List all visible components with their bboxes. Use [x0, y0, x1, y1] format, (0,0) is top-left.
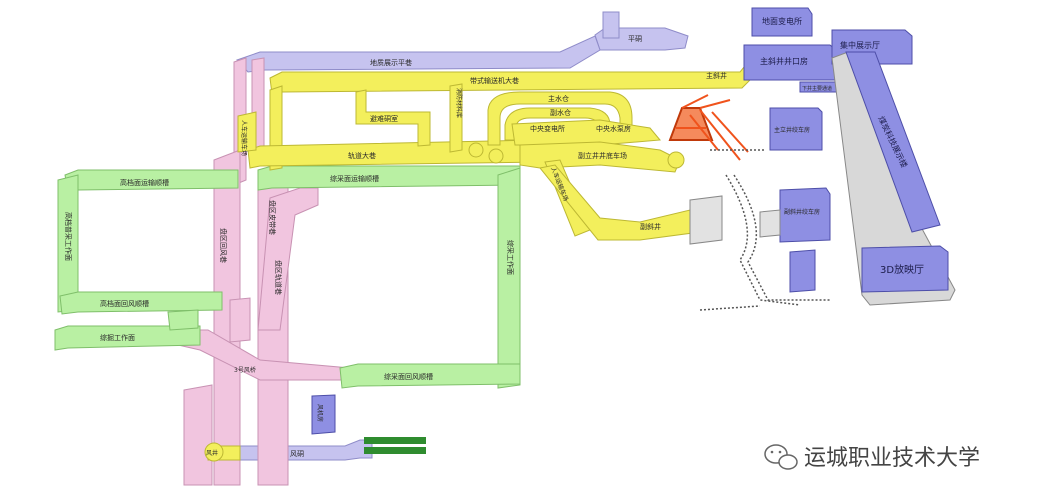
gaodang-huifeng-tunnel — [59, 291, 223, 315]
label-xiajing: 下井主要通道 — [802, 85, 832, 92]
keji-zhanshi-lou-roof — [845, 51, 941, 233]
label-zhulijing-jiaoche: 主立井绞车房 — [774, 126, 810, 134]
fengjing-circle — [204, 442, 224, 462]
label-zhu-xiejing: 主斜井 — [706, 71, 727, 80]
label-zongcai-huifeng: 综采面回风顺槽 — [384, 372, 433, 381]
watermark-text: 运城职业技术大学 — [804, 446, 980, 471]
bolong-dongshi — [355, 89, 431, 147]
panqu-huifeng-tunnel — [213, 149, 241, 486]
buildings — [311, 7, 956, 435]
zongcai-yunshu-tunnel — [257, 165, 521, 191]
wechat-icon — [764, 444, 798, 470]
dimian-biandiansuo-bldg — [751, 7, 813, 37]
label-zongcai-gongzuomian: 综采工作面 — [506, 240, 515, 275]
label-gaodang-yunshu: 高档面运输顺槽 — [120, 178, 169, 187]
purple-tunnels — [236, 11, 689, 461]
label-fengji-fang: 风机房 — [316, 404, 324, 422]
label-3d-ting: 3D放映厅 — [880, 263, 924, 276]
node-1 — [468, 142, 484, 158]
label-zhongyang-biandiansuo: 中央变电所 — [530, 124, 565, 133]
label-daishi-daxiang: 带式输送机大巷 — [470, 76, 519, 85]
label-zhongyang-shuibeng: 中央水泵房 — [596, 124, 631, 133]
green-link — [167, 309, 199, 331]
label-pingdong: 平硐 — [628, 35, 642, 43]
ren-che-box — [237, 111, 257, 153]
watermark: 运城职业技术大学 — [764, 444, 980, 471]
label-gaodang-gongzuomian: 高档普采工作面 — [64, 212, 73, 261]
zhulijing-jiaoche-bldg — [769, 107, 823, 151]
label-zongcai-yunshu: 综采面运输顺槽 — [330, 174, 379, 183]
green-tunnels — [54, 165, 521, 454]
label-bolong-dongshi: 避难硐室 — [370, 114, 398, 123]
label-renche-box: 人车运输车场 — [240, 120, 248, 156]
headframe — [668, 94, 749, 161]
pink-tunnels — [177, 57, 351, 486]
gray-box-2 — [759, 209, 781, 238]
label-bianlijing-chechang: 副立井井底车场 — [578, 151, 627, 160]
label-zhu-xiejing-kou: 主斜井井口房 — [760, 56, 808, 66]
pink-connector — [229, 297, 251, 343]
pingdong-shaft — [602, 11, 620, 39]
zongcai-gongzuomian — [497, 167, 521, 389]
green-stripe-1 — [364, 437, 426, 444]
node-2 — [488, 148, 504, 164]
label-dimian-biandiansuo: 地面变电所 — [762, 16, 802, 26]
xiaofang-cailiaoku — [449, 83, 463, 153]
label-sanhao-fengqiao: 3号风桥 — [234, 366, 256, 374]
pink-lower-left — [183, 384, 213, 486]
green-stripe-2 — [364, 447, 426, 454]
label-zongjue-gongzuomian: 综掘工作面 — [100, 333, 135, 342]
label-panqu-guidao: 盘区轨道巷 — [274, 260, 283, 295]
label-fengjing: 风井 — [206, 449, 218, 457]
rail-tracks — [699, 149, 830, 311]
label-dizhi-pingxiang: 地质展示平巷 — [370, 58, 412, 67]
label-panqu-jiaodai: 盘区皮带巷 — [268, 200, 277, 235]
fengji-fang-bldg — [311, 394, 336, 435]
small-blue-bldg — [789, 249, 816, 293]
guidao-daxiang — [247, 139, 561, 169]
label-jizhong-zhanshiting: 集中展示厅 — [840, 40, 880, 50]
zongjue-gongzuomian — [54, 325, 201, 351]
label-fu-xiejing: 副斜井 — [640, 222, 661, 231]
label-guidao-daxiang: 轨道大巷 — [348, 151, 376, 160]
sanD-ting-bldg — [861, 245, 949, 293]
zongcai-huifeng-tunnel — [339, 363, 521, 389]
node-3 — [667, 151, 685, 169]
label-fushuicang: 副水仓 — [550, 108, 571, 117]
label-panqu-huifeng: 盘区回风巷 — [219, 228, 228, 263]
gray-box-1 — [689, 195, 723, 245]
label-xiaofang-cailiaoku: 消防材料库 — [455, 88, 463, 118]
geology-roadway — [236, 35, 601, 73]
label-gaodang-huifeng: 高档面回风顺槽 — [100, 299, 149, 308]
label-fu-xiejing-jiaoche: 副斜井绞车房 — [784, 208, 820, 216]
label-zhushuicang: 主水仓 — [548, 94, 569, 103]
label-fengdong: 风硐 — [290, 450, 304, 458]
central-block — [511, 119, 661, 146]
